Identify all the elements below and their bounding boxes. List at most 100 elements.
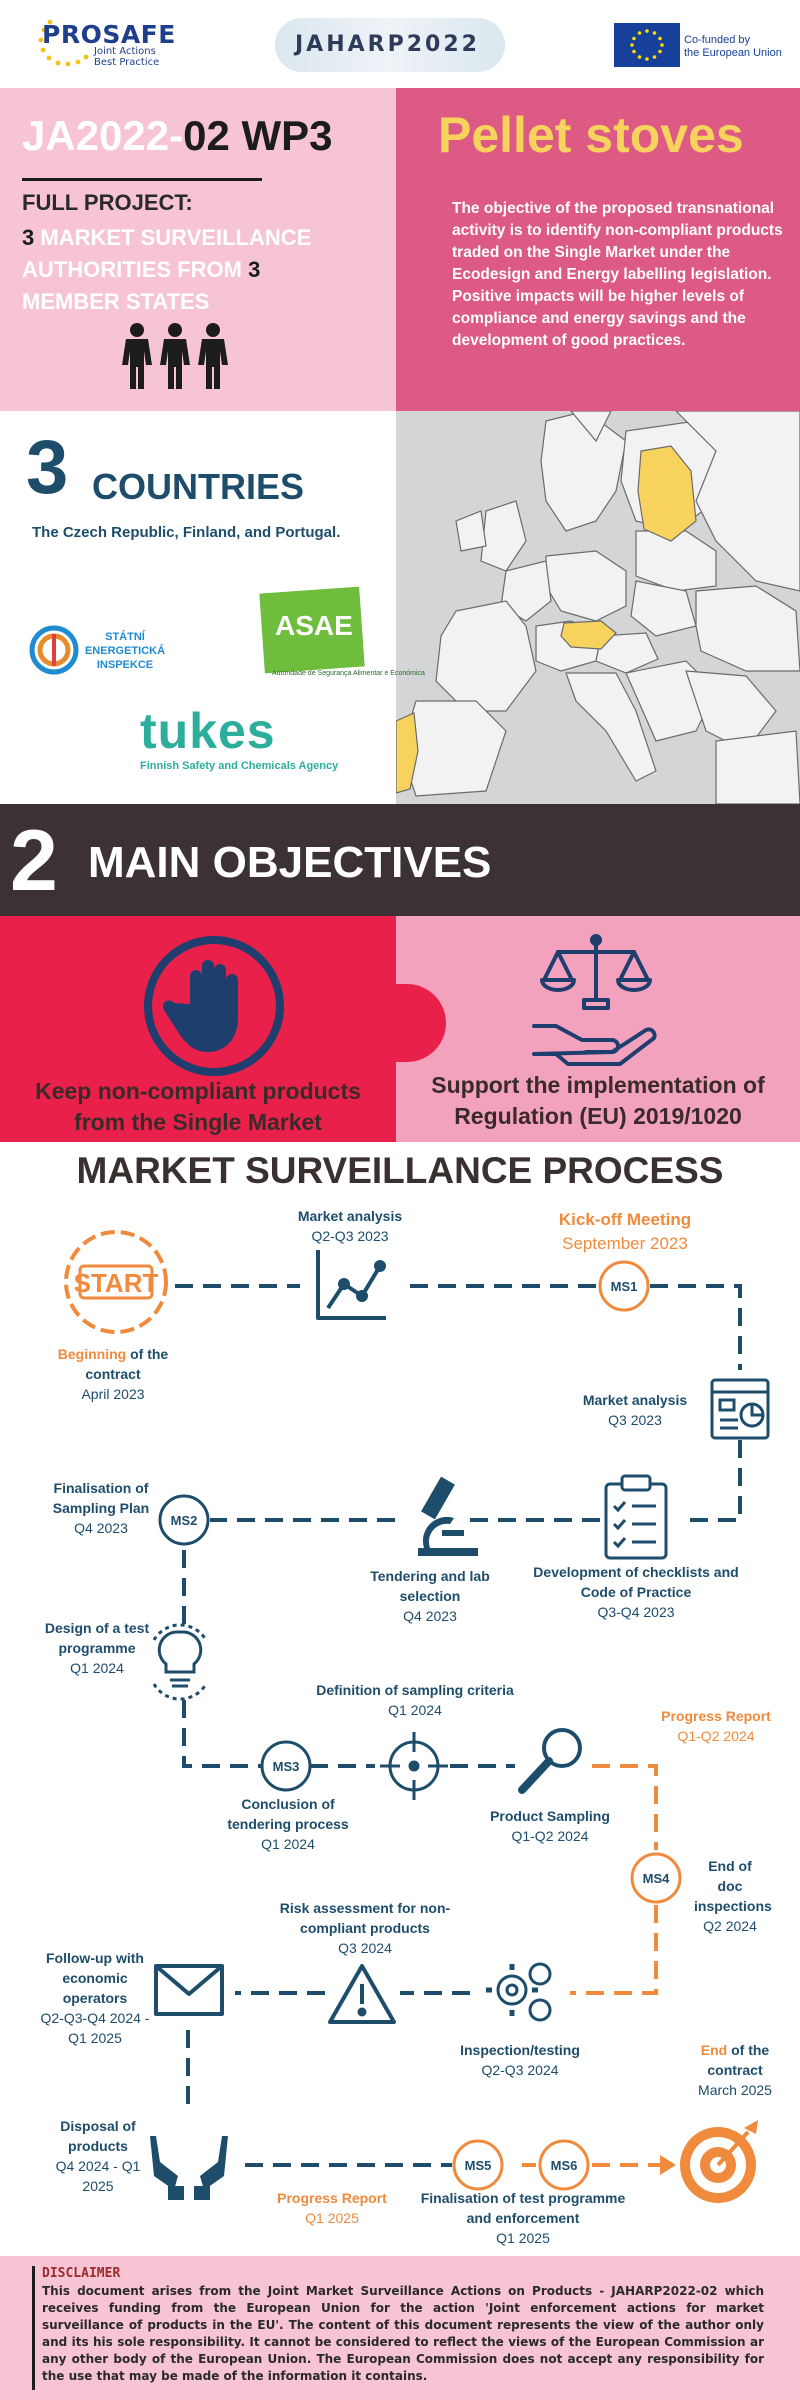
flow-arrowhead [660, 2155, 676, 2175]
crosshair-icon [380, 1732, 448, 1800]
lightbulb-gear-icon [152, 1623, 208, 1701]
design-date: Q1 2024 [70, 1660, 124, 1676]
end-doc-inspections-label: End of doc inspections Q2 2024 [694, 1856, 772, 1936]
prosafe-stars-icon [38, 19, 89, 67]
start-label-text: START [74, 1268, 159, 1298]
end-contract-label: End of the contract March 2025 [676, 2040, 794, 2100]
warning-triangle-icon [328, 1964, 396, 2024]
sampling-criteria-label: Definition of sampling criteria Q1 2024 [290, 1680, 540, 1720]
progress1-date: Q1-Q2 2024 [677, 1728, 755, 1744]
flow-line-12 [570, 1905, 658, 1995]
pellet-stoves-title: Pellet stoves [438, 107, 744, 163]
objective-paragraph: The objective of the proposed transnatio… [452, 200, 783, 349]
disclaimer-section [0, 2256, 800, 2400]
prosafe-logo-sub: Joint Actions Best Practice [94, 46, 159, 68]
jaharp-logo-background [275, 18, 505, 72]
risk-title: Risk assessment for non-compliant produc… [279, 1900, 451, 1936]
conclusion-tendering-label: Conclusion of tendering process Q1 2024 [210, 1794, 366, 1854]
flow-line-8 [182, 1700, 262, 1768]
sei-logo-text: STÁTNÍ ENERGETICKÁ INSPEKCE [84, 631, 166, 671]
countries-heading: COUNTRIES [92, 466, 305, 507]
end-word: End [700, 2042, 728, 2058]
final-plan-date: Q4 2023 [74, 1520, 128, 1536]
sampling-date: Q1-Q2 2024 [511, 1828, 589, 1844]
ma1-date: Q2-Q3 2023 [311, 1228, 389, 1244]
dev-date: Q3-Q4 2023 [597, 1604, 675, 1620]
msa-number-2: 3 [248, 257, 261, 282]
ms6-label: MS6 [551, 2158, 578, 2173]
ms1-label: MS1 [611, 1279, 638, 1294]
concl-title: Conclusion of tendering process [227, 1796, 349, 1832]
concl-date: Q1 2024 [261, 1836, 315, 1852]
stop-hand-icon [144, 936, 284, 1076]
milestone-ms2: MS2 [158, 1494, 210, 1546]
target-icon [680, 2120, 758, 2203]
msa-text-2: MEMBER STATES [22, 289, 210, 314]
criteria-date: Q1 2024 [388, 1702, 442, 1718]
milestone-ms6: MS6 [538, 2139, 590, 2191]
project-code-light: JA2022- [22, 112, 184, 159]
progress-report-1-label: Progress Report Q1-Q2 2024 [640, 1706, 792, 1746]
beginning-label: Beginning of the contract April 2023 [38, 1344, 188, 1404]
market-analysis-1-label: Market analysis Q2-Q3 2023 [260, 1206, 440, 1246]
intro-right-panel [396, 88, 800, 411]
objective-1-text: Keep non-compliant products from the Sin… [35, 1078, 361, 1135]
project-code: JA2022-02 WP3 [22, 112, 333, 160]
msa-number-1: 3 [22, 225, 35, 250]
prosafe-logo-text: PROSAFE [42, 20, 176, 49]
objectives-number: 2 [10, 813, 58, 909]
disposal-title: Disposal of products [60, 2118, 136, 2154]
project-code-dark: 02 WP3 [183, 112, 333, 159]
enddoc-date: Q2 2024 [703, 1918, 757, 1934]
finalis-title: Finalisation of test programme and enfor… [420, 2190, 626, 2226]
development-checklists-label: Development of checklists and Code of Pr… [516, 1562, 756, 1622]
tend-date: Q4 2023 [403, 1608, 457, 1624]
insp-title: Inspection/testing [460, 2042, 580, 2058]
tukes-logo-sub: Finnish Safety and Chemicals Agency [140, 760, 339, 772]
disposal-label: Disposal of products Q4 2024 - Q1 2025 [40, 2116, 156, 2196]
flow-line-3 [650, 1284, 742, 1370]
disclaimer-body: This document arises from the Joint Mark… [42, 2284, 764, 2383]
dev-title: Development of checklists and Code of Pr… [533, 1564, 739, 1600]
objectives-heading: MAIN OBJECTIVES [88, 838, 492, 887]
europe-map-icon [396, 411, 800, 804]
envelope-icon [154, 1964, 224, 2016]
gears-icon [486, 1962, 552, 2022]
sampling-title: Product Sampling [490, 1808, 610, 1824]
ms2-label: MS2 [171, 1513, 198, 1528]
three-people-icon [122, 323, 228, 389]
ms4-label: MS4 [643, 1871, 671, 1886]
intro-left-panel [0, 88, 396, 411]
msa-statement: 3 MARKET SURVEILLANCE AUTHORITIES FROM 3… [22, 222, 352, 318]
clipboard-checklist-icon [604, 1474, 668, 1560]
highlighted-countries [396, 445, 697, 794]
line-chart-icon [316, 1250, 386, 1320]
final-plan-title: Finalisation of Sampling Plan [52, 1480, 150, 1516]
asae-logo-text: ASAE [275, 610, 353, 641]
milestone-ms3: MS3 [260, 1740, 312, 1792]
design-title: Design of a test programme [44, 1620, 150, 1656]
eu-cofunded-text: Co-funded by the European Union [684, 34, 782, 60]
kickoff-label: Kick-off Meeting September 2023 [520, 1208, 730, 1256]
disposal-date: Q4 2024 - Q1 2025 [55, 2158, 141, 2194]
milestone-ms1: MS1 [598, 1260, 650, 1312]
inspection-testing-label: Inspection/testing Q2-Q3 2024 [430, 2040, 610, 2080]
analytics-screen-icon [710, 1378, 770, 1440]
justice-scale-hand-icon [532, 934, 657, 1066]
progress2-title: Progress Report [277, 2190, 387, 2206]
ms3-label: MS3 [273, 1759, 300, 1774]
prosafe-sub-line1: Joint Actions [94, 46, 156, 57]
magnifier-icon [518, 1728, 582, 1794]
microscope-icon [418, 1476, 478, 1556]
enddoc-title: End of doc inspections [694, 1858, 772, 1914]
disclaimer-title: DISCLAIMER [42, 2266, 121, 2281]
beginning-rest: of the contract [85, 1346, 169, 1382]
process-flow-diagram: START MS1 MS2 [64, 1230, 770, 2203]
milestone-ms5: MS5 [452, 2139, 504, 2191]
sei-logo-icon [29, 625, 79, 675]
disclaimer-bar [32, 2266, 35, 2390]
asae-logo-sub: Autoridade de Segurança Alimentar e Econ… [272, 670, 425, 677]
full-project-label: FULL PROJECT: [22, 190, 193, 215]
ma1-title: Market analysis [297, 1208, 403, 1224]
finalisation-programme-label: Finalisation of test programme and enfor… [410, 2188, 636, 2248]
